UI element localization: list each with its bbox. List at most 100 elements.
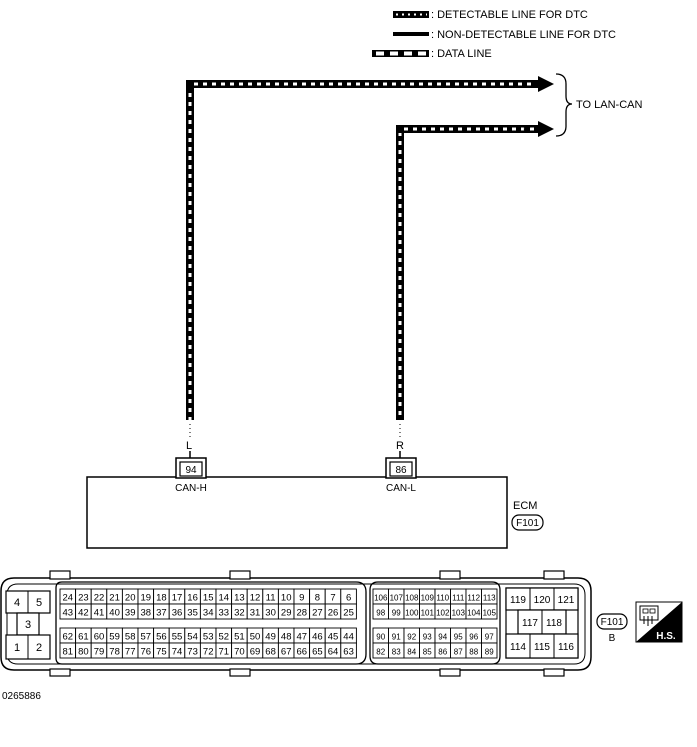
- pin-label-45: 45: [328, 632, 339, 643]
- pin-label-95: 95: [454, 633, 463, 642]
- pin-label-99: 99: [392, 609, 401, 618]
- pin-label-24: 24: [63, 593, 74, 604]
- pin-label-46: 46: [312, 632, 323, 643]
- to-lan-can-bracket: TO LAN-CAN: [555, 73, 642, 137]
- pin-120: 120: [534, 595, 551, 606]
- pin-label-94: 94: [438, 633, 447, 642]
- pin-label-14: 14: [219, 593, 230, 604]
- bracket-path: [555, 73, 573, 137]
- hs-badge-label: H.S.: [656, 631, 676, 642]
- pin-label-102: 102: [436, 609, 450, 618]
- latch-3: [439, 570, 461, 580]
- pin-117: 117: [522, 618, 538, 629]
- pin-119: 119: [510, 595, 526, 606]
- pin-label-33: 33: [219, 608, 230, 619]
- pin-label-78: 78: [109, 647, 120, 658]
- pin-86-name: CAN-L: [386, 483, 416, 494]
- pin-cell-25: [340, 603, 357, 620]
- legend-detectable-label: : DETECTABLE LINE FOR DTC: [431, 9, 588, 21]
- pin-label-35: 35: [187, 608, 198, 619]
- pin-cell-105: [481, 603, 498, 620]
- wire-can-h-color: L: [186, 440, 192, 452]
- legend-data-line-sample: [372, 50, 429, 57]
- pin-label-85: 85: [423, 648, 432, 657]
- pin-label-22: 22: [94, 593, 105, 604]
- pin-label-57: 57: [141, 632, 152, 643]
- pin-label-79: 79: [94, 647, 105, 658]
- pin-label-8: 8: [315, 593, 320, 604]
- pin-label-70: 70: [234, 647, 245, 658]
- pin-cell-63: [340, 642, 357, 659]
- wire-can-l: R R: [396, 121, 554, 462]
- latch-6: [229, 668, 251, 677]
- pin-label-47: 47: [297, 632, 308, 643]
- pin-116: 116: [558, 642, 574, 653]
- pin-label-50: 50: [250, 632, 261, 643]
- pin-115: 115: [534, 642, 550, 653]
- pin-label-40: 40: [109, 608, 120, 619]
- pin-label-13: 13: [234, 593, 245, 604]
- pin-label-44: 44: [343, 632, 354, 643]
- pin-label-61: 61: [78, 632, 89, 643]
- pin-1: 1: [14, 642, 20, 654]
- pin-label-36: 36: [172, 608, 183, 619]
- pin-label-58: 58: [125, 632, 136, 643]
- pin-label-65: 65: [312, 647, 323, 658]
- pin-label-55: 55: [172, 632, 183, 643]
- wire-can-l-arrow: [538, 121, 554, 137]
- pin-label-39: 39: [125, 608, 136, 619]
- pin-label-41: 41: [94, 608, 105, 619]
- pin-label-19: 19: [141, 593, 152, 604]
- pin-label-101: 101: [421, 609, 435, 618]
- legend-detectable-sample: [393, 11, 429, 18]
- pin-label-32: 32: [234, 608, 245, 619]
- pin-label-96: 96: [469, 633, 478, 642]
- pin-label-86: 86: [438, 648, 447, 657]
- pin-4: 4: [14, 597, 20, 609]
- pin-label-68: 68: [265, 647, 276, 658]
- pin-label-59: 59: [109, 632, 120, 643]
- group-b-frame: [369, 581, 501, 665]
- pin-label-107: 107: [390, 594, 404, 603]
- pin-label-42: 42: [78, 608, 89, 619]
- pin-label-7: 7: [330, 593, 335, 604]
- pin-86-box: [389, 461, 413, 477]
- pin-label-12: 12: [250, 593, 261, 604]
- pin-label-113: 113: [483, 594, 496, 603]
- pin-label-10: 10: [281, 593, 292, 604]
- pin-label-89: 89: [485, 648, 494, 657]
- pin-label-16: 16: [187, 593, 198, 604]
- wire-can-l-color: R: [396, 440, 404, 452]
- pin-label-30: 30: [265, 608, 276, 619]
- pin-label-27: 27: [312, 608, 323, 619]
- wire-can-h-arrow: [538, 76, 554, 92]
- pin-label-48: 48: [281, 632, 292, 643]
- pin-label-103: 103: [452, 609, 466, 618]
- pin-label-53: 53: [203, 632, 214, 643]
- legend: : DETECTABLE LINE FOR DTC : NON-DETECTAB…: [372, 9, 616, 60]
- pin-label-25: 25: [343, 608, 354, 619]
- pin-label-106: 106: [374, 594, 388, 603]
- pin-label-112: 112: [467, 594, 480, 603]
- connector-id-text: F101: [601, 617, 624, 628]
- pin-label-54: 54: [187, 632, 198, 643]
- hs-badge: H.S.: [635, 601, 683, 643]
- pin-label-6: 6: [346, 593, 351, 604]
- pin-label-75: 75: [156, 647, 167, 658]
- pin-label-23: 23: [78, 593, 89, 604]
- pin-114: 114: [510, 642, 526, 653]
- wire-can-h: L L: [186, 76, 554, 462]
- pin-label-109: 109: [421, 594, 435, 603]
- latch-4: [543, 570, 565, 580]
- left-pin-block: 4 5 3 1 2: [5, 590, 51, 660]
- right-block-bottom: [505, 633, 579, 659]
- pin-label-82: 82: [376, 648, 385, 657]
- ecm-connector-tag: [511, 514, 544, 531]
- pin-label-84: 84: [407, 648, 416, 657]
- pin-label-104: 104: [467, 609, 481, 618]
- pin-label-18: 18: [156, 593, 167, 604]
- pin-label-37: 37: [156, 608, 167, 619]
- pin-label-90: 90: [376, 633, 385, 642]
